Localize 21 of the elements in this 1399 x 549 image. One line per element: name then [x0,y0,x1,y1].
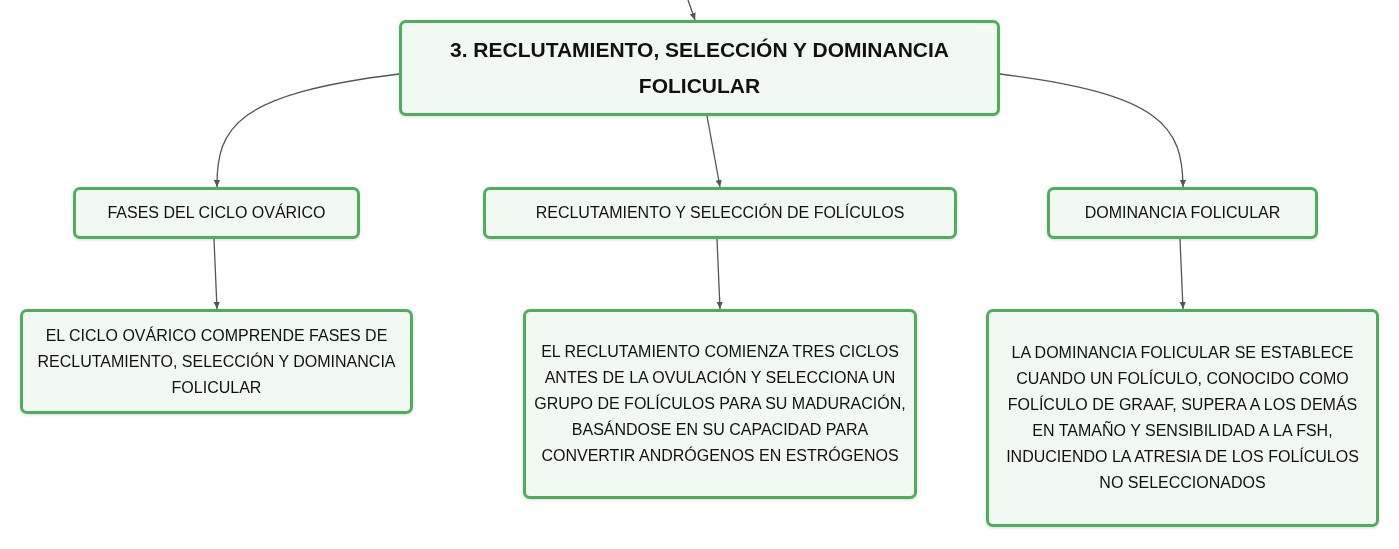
node-text: LA DOMINANCIA FOLICULAR SE ESTABLECE CUANDO UN FOLÍCULO, CONOCIDO COMO FOLÍCULO DE GRAAF, SUPERA A LOS DEMÁS EN TAMAÑO Y SENSIBILIDAD A LA FSH, INDUCIENDO LA ATRESIA DE LOS FOLÍCULOS NO SELECCIONADOS [1005,343,1360,493]
node-text: RECLUTAMIENTO Y SELECCIÓN DE FOLÍCULOS [535,202,905,223]
subtopic-box [483,187,957,239]
node-text: EL CICLO OVÁRICO COMPRENDE FASES DE RECLUTAMIENTO, SELECCIÓN Y DOMINANCIA FOLICULAR [36,325,397,398]
subtopic-box [1047,187,1318,239]
connector-arrow [716,238,723,310]
connector-arrow [706,115,722,188]
connector-arrow [213,238,220,310]
subtopic-box [73,187,360,239]
detail-box [20,309,413,414]
node-text: FASES DEL CICLO OVÁRICO [107,202,326,223]
detail-box [523,309,917,499]
connector-arrow [1179,238,1186,310]
node-text: DOMINANCIA FOLICULAR [1084,203,1281,223]
detail-box [986,309,1379,527]
connector-arrow [214,73,400,188]
connector-arrow [999,73,1186,188]
node-text: EL RECLUTAMIENTO COMIENZA TRES CICLOS ANTES DE LA OVULACIÓN Y SELECCIONA UN GRUPO DE FOLÍCULOS PARA SU MADURACIÓN, BASÁNDOSE EN SU CAPACIDAD PARA CONVERTIR ANDRÓGENOS EN ESTRÓGENOS [534,342,906,466]
main-topic-box [399,20,1000,116]
node-text: 3. RECLUTAMIENTO, SELECCIÓN Y DOMINANCIA FOLICULAR [449,37,950,99]
connector-arrow [687,0,696,21]
